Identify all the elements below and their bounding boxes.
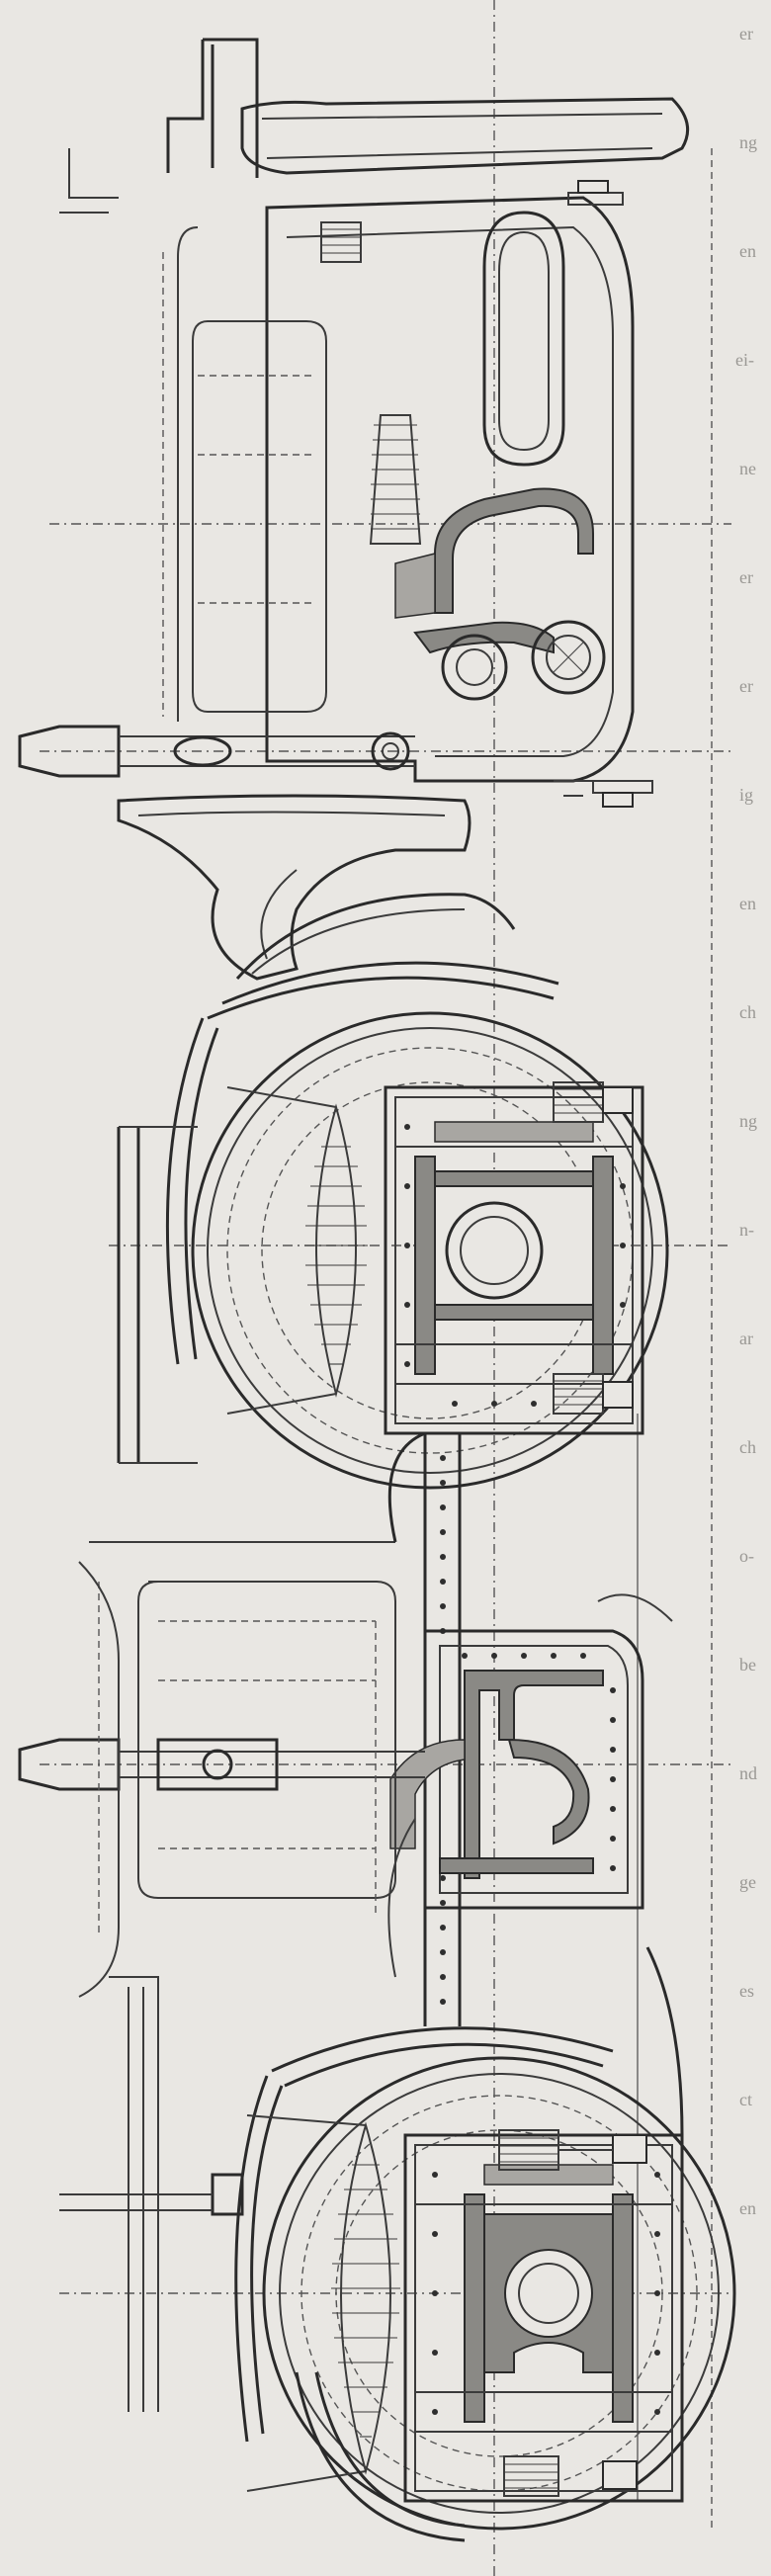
frame-dashed (162, 252, 316, 717)
margin-text: es (739, 1981, 754, 2001)
trailing-guide-right (612, 2193, 634, 2423)
leading-leaf-spring (226, 1086, 368, 1415)
leading-axle-journal (445, 1201, 544, 1300)
leading-axlebox (434, 1170, 594, 1321)
lubricator-bore (546, 635, 591, 680)
rear-cylinder-assembly (18, 1431, 684, 2412)
margin-text: be (739, 1655, 756, 1674)
valve-spindle-boss (441, 634, 508, 701)
rear-cylinder-section (464, 1670, 604, 1879)
trailing-splasher-arc (271, 2026, 614, 2088)
wheel-splasher-arc (207, 961, 559, 1020)
valve-chest-inner (498, 230, 550, 452)
trailing-axle-journal (504, 2249, 593, 2338)
margin-text: en (739, 2198, 756, 2218)
cylinder-block-outline (265, 196, 635, 783)
trailing-spring-bottom (503, 2455, 638, 2497)
margin-text: ig (739, 785, 753, 805)
margin-text: en (739, 241, 756, 261)
margin-text: nd (739, 1763, 757, 1783)
leading-axlebox-frame (384, 1085, 644, 1435)
frame-plate-with-rivets (423, 1433, 462, 2026)
trailing-leaf-spring (59, 2114, 400, 2492)
coil-spring-top (320, 221, 362, 263)
saddle-curve (235, 893, 516, 980)
trailing-splasher-left (234, 2075, 284, 2443)
rear-rod-fork (156, 1738, 279, 1791)
margin-text: ei- (735, 350, 754, 370)
margin-text: ge (739, 1872, 756, 1892)
stud-bolts-top (554, 180, 653, 808)
rod-eye (173, 735, 232, 767)
trailing-wheel-tyre (262, 2056, 736, 2531)
rear-valve-section (507, 1738, 590, 1846)
wheel-splasher-left (165, 1017, 219, 1365)
frame-loop (177, 226, 327, 722)
axlebox-spring-top (553, 1081, 634, 1123)
axlebox-stays (395, 1146, 633, 1385)
crosshead-pin-inner (382, 742, 399, 760)
margin-text: en (739, 894, 756, 913)
margin-text: ne (739, 459, 756, 478)
valve-spindle-bore (456, 648, 493, 686)
margin-text: n- (739, 1220, 754, 1240)
trailing-spring-top (498, 2129, 647, 2171)
port-bridge (394, 553, 436, 619)
rear-frame-legs (109, 1976, 159, 2412)
front-cylinder-assembly (18, 38, 690, 981)
lower-saddle-arch (117, 794, 471, 981)
chimney-base (166, 38, 259, 178)
oil-distributor (369, 414, 422, 545)
rear-splasher-curve (387, 1431, 684, 2136)
cylinder-block-inner (286, 225, 614, 757)
valve-chest (482, 211, 565, 467)
smokebox-saddle (240, 97, 690, 175)
steam-passage-section (434, 487, 594, 614)
margin-text-fragments: er ng en ei- ne er er ig en ch ng n- ar … (735, 24, 757, 2218)
leading-axlebox-rivets (404, 1124, 626, 1407)
axlebox-top-plate (434, 1121, 594, 1143)
margin-text: ng (739, 1111, 757, 1131)
trailing-wheel-assembly (59, 2026, 736, 2542)
rear-port (389, 1739, 466, 1849)
buffer-rod-shaft (119, 735, 415, 767)
margin-text: ar (739, 1329, 753, 1348)
axlebox-guide-left (414, 1156, 436, 1375)
trailing-wheel-rim (279, 2073, 720, 2514)
leading-wheel-tyre (191, 1011, 669, 1490)
margin-text: er (739, 24, 753, 43)
axlebox-spring-bottom (553, 1373, 634, 1415)
front-buffer-rod (18, 725, 121, 778)
trailing-axlebox-frame (403, 2133, 684, 2503)
leading-wheel-rim (207, 1027, 653, 1474)
trailing-guide-left (464, 2193, 485, 2423)
rear-cylinder-block (423, 1629, 644, 1910)
small-bracket (59, 148, 119, 214)
frame-tail-curve (295, 2371, 466, 2542)
crosshead-pin (371, 731, 410, 771)
left-frame-upright (117, 1127, 140, 1463)
margin-text: er (739, 567, 753, 587)
margin-text: ch (739, 1437, 756, 1457)
leading-wheel-assembly (117, 961, 669, 1490)
saddle-inner (261, 113, 663, 159)
rear-frame-box (89, 1541, 396, 1899)
margin-text: ct (739, 2090, 752, 2109)
lubricator-boss (531, 620, 606, 695)
margin-text: ng (739, 132, 757, 152)
margin-text: er (739, 676, 753, 696)
lubricator-cross (553, 642, 584, 673)
lower-saddle-inner (137, 811, 446, 960)
margin-text: ch (739, 1002, 756, 1022)
margin-text: o- (739, 1546, 754, 1566)
axlebox-guide-right (592, 1156, 614, 1375)
